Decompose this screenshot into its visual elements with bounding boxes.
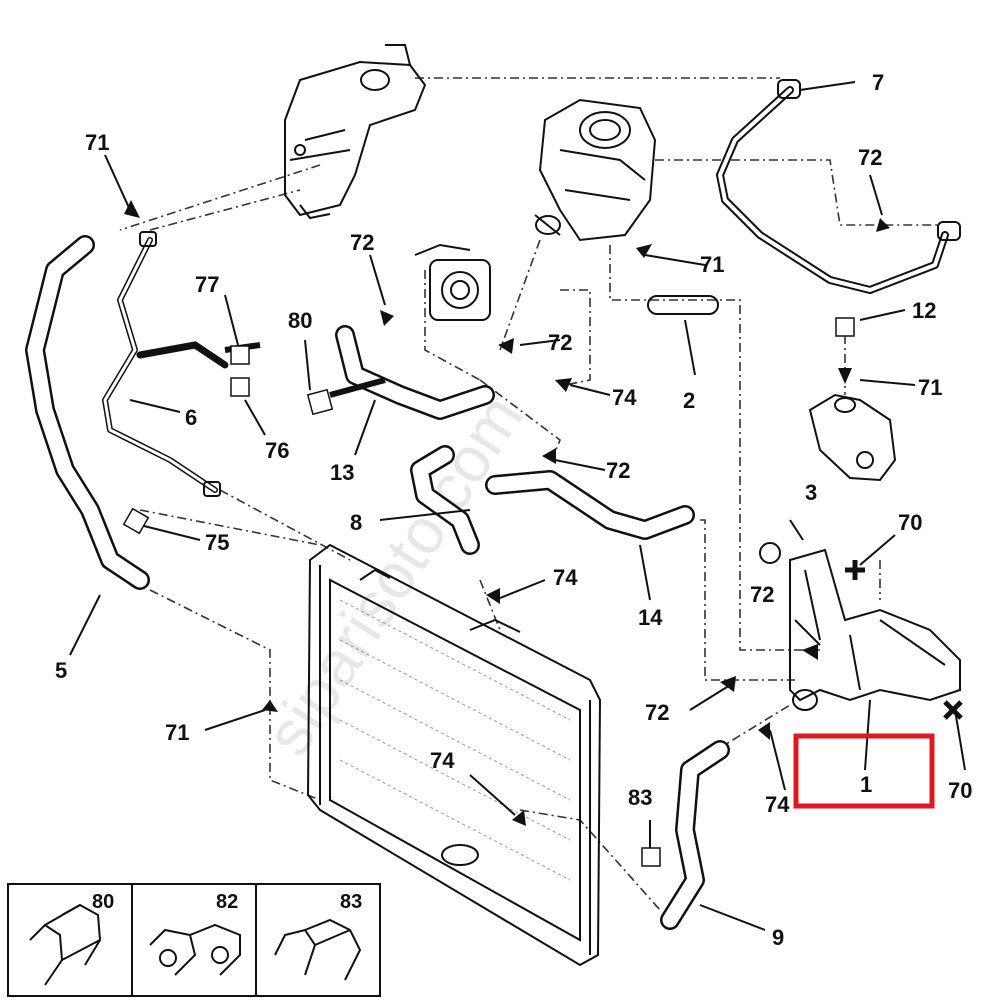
callout-76: 76	[265, 438, 289, 463]
callout-5: 5	[55, 658, 67, 683]
callout-74d: 74	[765, 792, 790, 817]
callout-7: 7	[872, 70, 884, 95]
bypass-housing	[808, 393, 897, 482]
callout-74b: 74	[553, 565, 578, 590]
hose-13	[224, 325, 495, 420]
callout-70a: 70	[898, 510, 922, 535]
callout-72b: 72	[350, 230, 374, 255]
clip-inset: 80 82 83	[7, 883, 381, 997]
marker-70-cross	[943, 700, 963, 720]
hose-14	[485, 470, 695, 540]
callout-13: 13	[330, 460, 354, 485]
callout-75: 75	[205, 530, 229, 555]
hose-5	[25, 235, 150, 590]
hose-8	[410, 445, 480, 555]
pipe-7	[716, 79, 961, 294]
water-outlet-housing	[534, 98, 657, 242]
callout-71c: 71	[918, 375, 942, 400]
callout-80: 80	[288, 308, 312, 333]
hose-2	[647, 295, 719, 315]
black-hoses	[136, 341, 229, 369]
clip-82-drawing	[149, 923, 241, 976]
callout-6: 6	[185, 405, 197, 430]
inset-label-82: 82	[216, 891, 238, 913]
inset-label-80: 80	[92, 891, 114, 913]
callout-71b: 71	[700, 252, 724, 277]
callout-83: 83	[628, 785, 652, 810]
callout-71d: 71	[165, 720, 189, 745]
callout-9: 9	[772, 925, 784, 950]
arrow-markers	[124, 200, 890, 826]
callout-77: 77	[195, 272, 219, 297]
clip-83-drawing	[274, 918, 362, 981]
marker-70-plus	[845, 560, 865, 580]
hose-9	[660, 740, 730, 930]
oil-cooler	[414, 243, 491, 321]
callout-3: 3	[805, 480, 817, 505]
radiator	[306, 543, 602, 967]
callout-14: 14	[638, 605, 663, 630]
clip-80-drawing	[29, 903, 102, 986]
callout-72a: 72	[858, 145, 882, 170]
callout-74c: 74	[430, 748, 455, 773]
callout-72d: 72	[606, 458, 630, 483]
callout-71a: 71	[85, 130, 109, 155]
callout-74a: 74	[612, 385, 637, 410]
callout-2: 2	[683, 388, 695, 413]
clip-squares	[122, 317, 855, 867]
callout-72f: 72	[645, 700, 669, 725]
highlight-box	[793, 733, 935, 809]
callout-72e: 72	[750, 582, 774, 607]
expansion-tank	[284, 44, 427, 220]
callout-72c: 72	[548, 330, 572, 355]
pipe-6	[102, 231, 221, 497]
callout-70b: 70	[948, 778, 972, 803]
callout-12: 12	[912, 298, 936, 323]
watermark: siparisoto.com	[251, 382, 536, 767]
inset-label-83: 83	[340, 891, 362, 913]
thermostat-housing-part-1	[759, 542, 961, 711]
leader-lines	[69, 81, 966, 931]
callout-8: 8	[350, 510, 362, 535]
callout-1: 1	[860, 772, 872, 797]
